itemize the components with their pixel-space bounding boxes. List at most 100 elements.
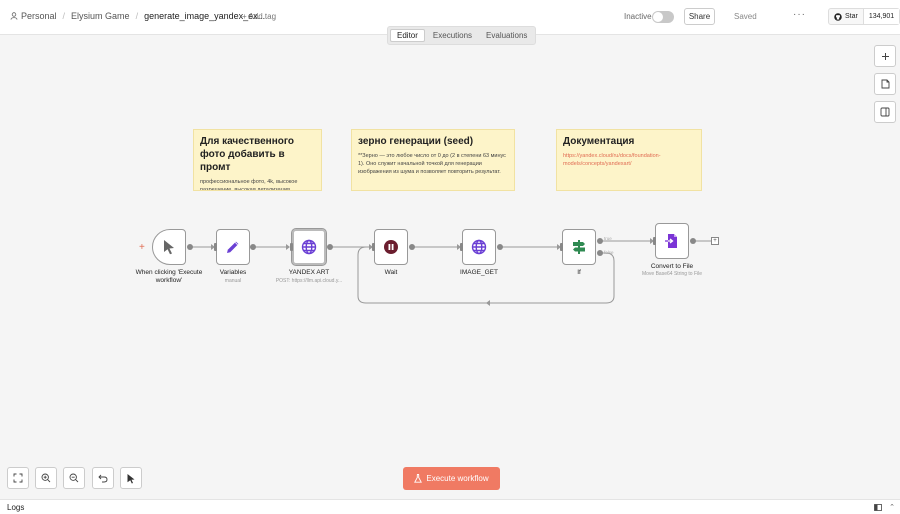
documentation-link[interactable]: https://yandex.cloud/ru/docs/foundation-… [563,153,661,167]
output-port[interactable] [409,244,415,250]
side-panel-icon [880,107,890,117]
add-next-node-button[interactable]: + [711,237,719,245]
undo-button[interactable] [92,467,114,489]
node-label: IMAGE_GET [460,269,498,276]
arrow-head [650,238,654,244]
fit-view-icon [13,473,23,483]
view-tabs: Editor Executions Evaluations [387,26,537,45]
person-icon [10,12,18,20]
github-star-widget[interactable]: Star 134,901 [828,8,900,25]
cursor-icon [164,240,174,255]
sticky-note[interactable]: зерно генерации (seed) **Зерно — это люб… [351,129,515,191]
output-port-true[interactable] [597,238,603,244]
signpost-icon [573,240,585,254]
input-port[interactable] [560,243,563,251]
branch-label-false: false [604,250,614,255]
sticky-note-icon [881,79,889,89]
output-port[interactable] [497,244,503,250]
sticky-note-body: **Зерно — это любое число от 0 до (2 в с… [358,153,506,175]
node-image-get[interactable] [462,229,496,265]
add-node-button[interactable] [874,45,896,67]
chevron-up-icon[interactable]: ⌃ [889,504,895,511]
flask-icon [414,474,423,483]
sticky-note-title: зерно генерации (seed) [358,136,474,147]
node-manual-trigger[interactable] [152,229,186,265]
arrow-head [457,244,461,250]
node-if[interactable] [562,229,596,265]
node-variables[interactable] [216,229,250,265]
sticky-note[interactable]: Для качественного фото добавить в промт … [193,129,322,191]
node-label: Convert to File [650,263,694,270]
node-yandex-art[interactable] [291,228,327,266]
arrow-head [486,300,490,306]
input-port[interactable] [290,243,293,251]
file-convert-icon [665,234,677,248]
logs-panel-bar[interactable]: Logs ⌃ [0,499,900,514]
zoom-in-icon [41,473,51,483]
globe-icon [301,239,317,255]
cursor-icon [127,473,135,483]
breadcrumb-separator: / [135,11,139,21]
node-label: If [577,269,581,276]
sticky-note-title: Документация [563,136,635,147]
output-port-false[interactable] [597,250,603,256]
output-port[interactable] [327,244,333,250]
github-icon [834,12,842,21]
workflow-name[interactable]: generate_image_yandex_ex... [144,11,266,21]
pause-icon [384,240,398,254]
node-label: Variables [219,269,247,276]
input-port[interactable] [460,243,463,251]
output-port[interactable] [187,244,193,250]
output-port[interactable] [250,244,256,250]
pencil-icon [227,241,239,253]
top-bar: Personal / Elysium Game / generate_image… [0,0,900,35]
arrow-head [286,244,290,250]
tab-editor[interactable]: Editor [390,29,425,42]
select-tool-button[interactable] [120,467,142,489]
node-wait[interactable] [374,229,408,265]
execute-workflow-button[interactable]: Execute workflow [403,467,500,490]
toggle-panel-button[interactable] [874,101,896,123]
globe-icon [471,239,487,255]
github-star-label: Star [845,13,858,20]
input-port[interactable] [214,243,217,251]
branch-label-true: true [604,236,612,241]
saved-status: Saved [734,12,757,21]
node-label: YANDEX ART [288,269,330,276]
arrow-head [211,244,215,250]
github-star-button[interactable]: Star [829,9,864,24]
output-port[interactable] [690,238,696,244]
execute-workflow-label: Execute workflow [426,474,489,483]
plus-icon [881,52,889,60]
zoom-in-button[interactable] [35,467,57,489]
trigger-plus-icon: + [139,242,145,253]
input-port[interactable] [372,243,375,251]
tab-evaluations[interactable]: Evaluations [486,31,528,40]
tab-executions[interactable]: Executions [432,31,473,40]
active-toggle[interactable] [652,11,674,23]
share-button[interactable]: Share [684,8,715,25]
breadcrumb: Personal / Elysium Game / generate_image… [10,11,265,21]
active-status-label: Inactive [624,12,652,21]
node-convert-to-file[interactable] [655,223,689,259]
sticky-note[interactable]: Документация https://yandex.cloud/ru/doc… [556,129,702,191]
breadcrumb-separator: / [62,11,66,21]
breadcrumb-personal[interactable]: Personal [21,11,57,21]
more-options-button[interactable]: ··· [793,9,806,20]
panel-layout-icon[interactable] [874,504,882,511]
node-subtitle: POST: https://llm.api.cloud.y... [275,278,343,284]
input-port[interactable] [653,237,656,245]
add-tag-button[interactable]: + Add tag [242,12,277,21]
add-sticky-note-button[interactable] [874,73,896,95]
node-label: When clicking 'Execute workflow' [135,269,203,284]
zoom-out-button[interactable] [63,467,85,489]
node-subtitle: Move Base64 String to File [641,271,703,277]
logs-label: Logs [7,503,25,512]
breadcrumb-project[interactable]: Elysium Game [71,11,130,21]
sticky-note-body: профессиональное фото, 4k, высокое разре… [200,179,298,191]
node-subtitle: manual [224,278,242,284]
sticky-note-title: Для качественного фото добавить в промт [200,136,295,173]
undo-icon [98,474,108,483]
fit-view-button[interactable] [7,467,29,489]
